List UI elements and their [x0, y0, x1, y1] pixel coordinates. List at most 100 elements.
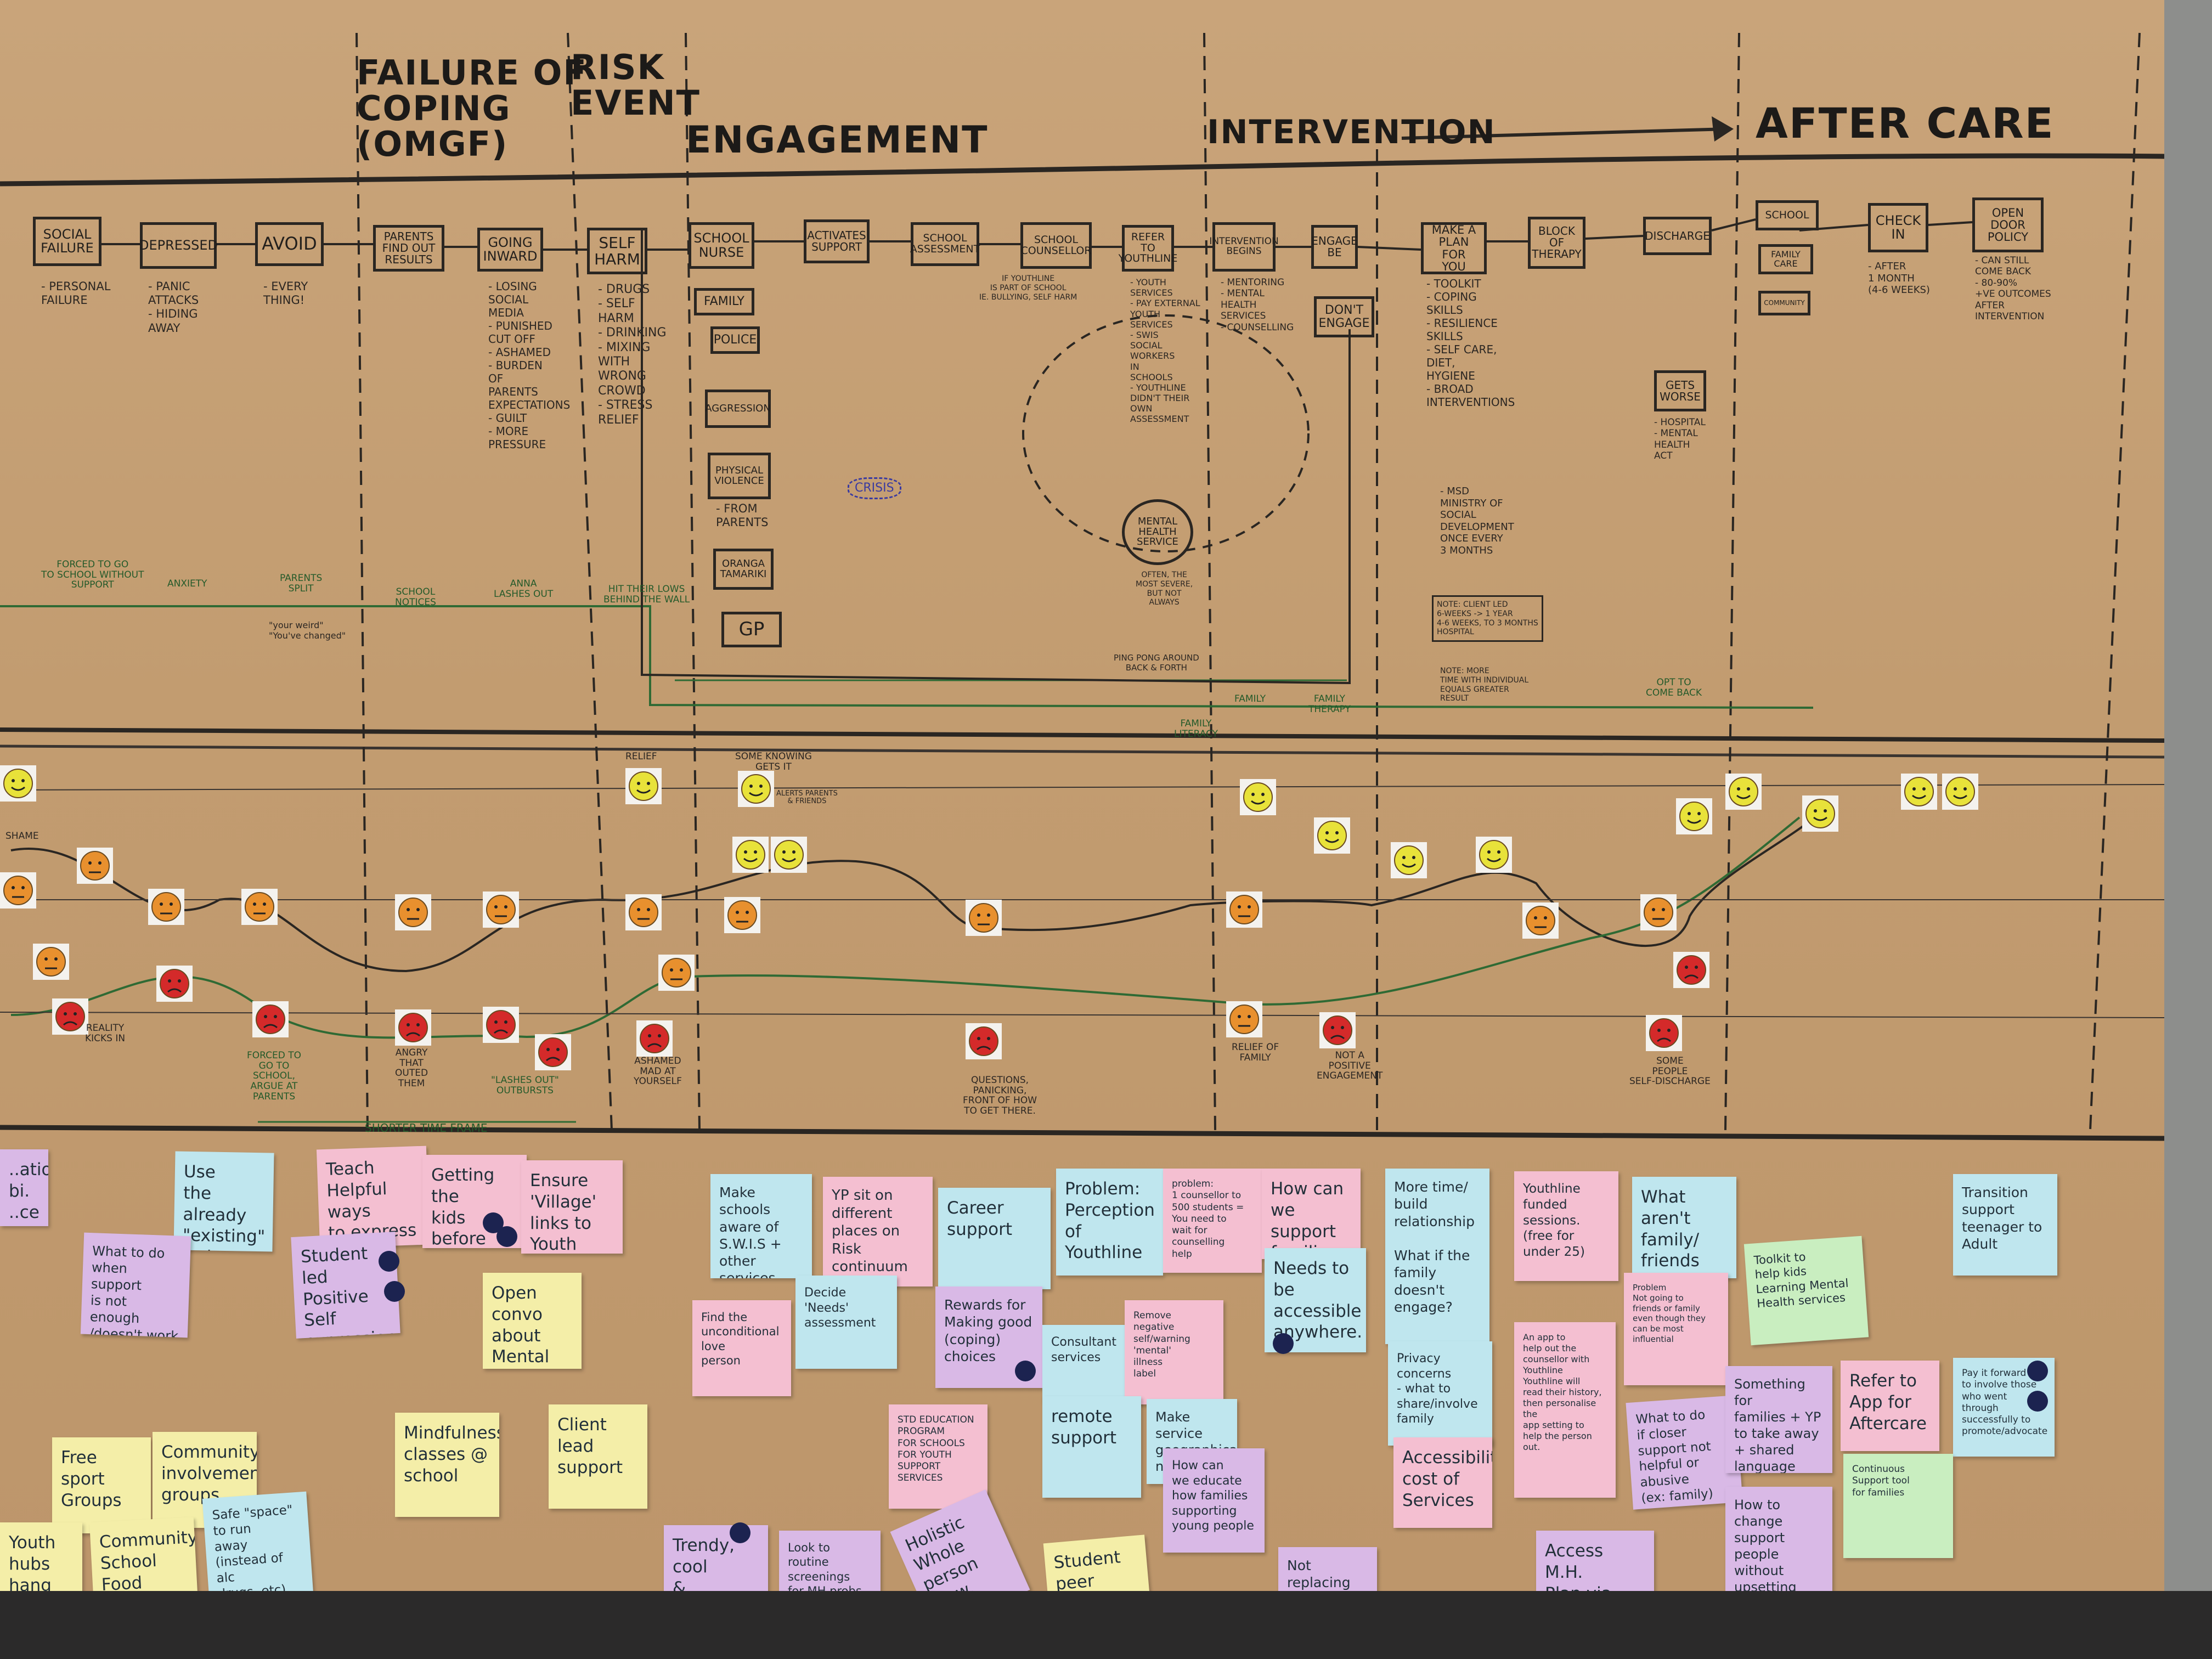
box-family: FAMILY	[694, 288, 754, 315]
note-ping-pong: PING PONG AROUND BACK & FORTH	[1114, 653, 1199, 673]
note-youth-services: - YOUTH SERVICES - PAY EXTERNAL YOUTH SE…	[1130, 277, 1200, 425]
neutral-face-sticker	[966, 900, 1002, 936]
sticky-note: STD EDUCATION PROGRAM FOR SCHOOLS FOR YO…	[889, 1404, 988, 1509]
touch-family-literacy: FAMILY LITERACY	[1174, 718, 1218, 740]
angry-face-sticker	[483, 1007, 519, 1043]
sticky-note: problem: 1 counsellor to 500 students = …	[1163, 1169, 1262, 1273]
phase-risk-event: RISK EVENT	[571, 47, 701, 123]
box-mental-health-service: MENTAL HEALTH SERVICE	[1122, 499, 1193, 565]
neutral-face-sticker	[1226, 891, 1262, 928]
vote-dot	[1015, 1361, 1036, 1381]
box-aftercare-community: COMMUNITY	[1758, 291, 1810, 315]
touchpoint-line	[0, 605, 1814, 709]
touch-opt-to-come-back: OPT TO COME BACK	[1646, 677, 1702, 698]
vote-dot	[730, 1522, 751, 1543]
happy-face-sticker	[1676, 798, 1712, 834]
box-open-door-policy: OPEN DOOR POLICY	[1972, 198, 2044, 252]
journey-map-paper: FAILURE OF COPING (OMGF) RISK EVENT ENGA…	[0, 0, 2164, 1657]
phase-intervention: INTERVENTION	[1207, 113, 1496, 151]
happy-face-sticker	[1476, 837, 1512, 873]
sticky-note: Safe "space" to run away (instead of alc…	[202, 1491, 314, 1603]
box-going-inward: GOING INWARD	[477, 228, 543, 272]
caption-some-knowing: SOME KNOWING GETS IT	[735, 751, 812, 772]
header-divider	[0, 153, 2164, 187]
touch-anna-lashes-out: ANNA LASHES OUT	[494, 578, 554, 600]
sticky-note: Privacy concerns - what to share/involve…	[1388, 1341, 1492, 1446]
label-shorter-time-frame: SHORTER TIME FRAME	[365, 1121, 488, 1135]
note-most-severe: OFTEN, THE MOST SEVERE, BUT NOT ALWAYS	[1136, 571, 1193, 607]
angry-face-sticker	[1646, 1015, 1682, 1051]
phase-engagement: ENGAGEMENT	[686, 119, 989, 162]
caption-angry: ANGRY THAT OUTED THEM	[395, 1047, 428, 1090]
happy-face-sticker	[1942, 774, 1978, 810]
box-oranga-tamariki: ORANGA TAMARIKI	[713, 549, 774, 590]
sticky-note: More time/ build relationship What if th…	[1385, 1169, 1489, 1344]
wall-edge	[2164, 0, 2212, 1591]
caption-not-positive: NOT A POSITIVE ENGAGEMENT	[1317, 1050, 1383, 1082]
phase-failure-of-coping: FAILURE OF COPING (OMGF)	[357, 53, 588, 165]
neutral-face-sticker	[1522, 902, 1559, 939]
note-personal-failure: - PERSONAL FAILURE	[41, 280, 111, 307]
note-open-door-outcomes: - CAN STILL COME BACK - 80-90% +VE OUTCO…	[1975, 255, 2051, 322]
sticky-note: Mindfulness classes @ school	[395, 1413, 499, 1517]
neutral-face-sticker	[77, 848, 113, 884]
caption-reality-kicks-in: REALITY KICKS IN	[85, 1023, 126, 1044]
touch-forced-to-school: FORCED TO GO TO SCHOOL WITHOUT SUPPORT	[41, 559, 144, 591]
emotion-baseline-3	[0, 784, 2164, 791]
happy-face-sticker	[1391, 842, 1427, 878]
box-school-counsellor: SCHOOL COUNSELLOR	[1020, 222, 1092, 269]
box-aftercare-school: SCHOOL	[1756, 200, 1819, 230]
sticky-note: Refer to App for Aftercare	[1841, 1361, 1939, 1451]
neutral-face-sticker	[241, 889, 278, 925]
sticky-note: Toolkit to help kids Learning Mental Hea…	[1743, 1235, 1869, 1346]
carpet-floor	[0, 1591, 2212, 1659]
angry-face-sticker	[966, 1023, 1002, 1059]
sticky-note: Student led Positive Self expression str…	[291, 1232, 400, 1339]
box-aggression: AGGRESSION	[705, 390, 771, 428]
sticky-note: Career support	[938, 1188, 1051, 1289]
note-from-parents: - FROM PARENTS	[716, 502, 769, 529]
angry-face-sticker	[52, 998, 88, 1035]
sticky-note: Ensure 'Village' links to Youth services	[521, 1160, 623, 1254]
happy-face-sticker	[1802, 795, 1838, 832]
sticky-note: Client lead support	[549, 1404, 647, 1509]
neutral-face-sticker	[625, 894, 662, 930]
box-check-in: CHECK IN	[1868, 203, 1928, 252]
sticky-note: Problem Not going to friends or family e…	[1624, 1273, 1728, 1385]
sticky-note: Find the unconditional love person	[692, 1300, 791, 1396]
angry-face-sticker	[252, 1001, 289, 1037]
neutral-face-sticker	[0, 872, 36, 909]
neutral-face-sticker	[148, 889, 184, 925]
box-refer-youthline: REFER TO YOUTHLINE	[1119, 225, 1177, 272]
note-crisis: CRISIS	[848, 477, 901, 500]
box-depressed: DEPRESSED	[139, 222, 218, 269]
box-physical-violence: PHYSICAL VIOLENCE	[708, 453, 771, 499]
caption-questions: QUESTIONS, PANICKING, FRONT OF HOW TO GE…	[963, 1075, 1037, 1117]
emotion-stickers	[0, 765, 1978, 1070]
vote-dot	[2027, 1361, 2048, 1381]
touch-family-therapy: FAMILY THERAPY	[1308, 693, 1351, 715]
note-if-youthline-school: IF YOUTHLINE IS PART OF SCHOOL IE. BULLY…	[979, 274, 1077, 302]
box-school-nurse: SCHOOL NURSE	[689, 222, 754, 269]
angry-face-sticker	[535, 1034, 571, 1070]
box-discharge: DISCHARGE	[1643, 217, 1712, 255]
sticky-note: What aren't family/ friends involved?	[1632, 1177, 1736, 1278]
note-going-inward-effects: - LOSING SOCIAL MEDIA - PUNISHED CUT OFF…	[488, 280, 571, 451]
sticky-note: Something for families + YP to take away…	[1725, 1366, 1832, 1473]
sticky-note: Youthline funded sessions. (free for und…	[1514, 1171, 1618, 1281]
emotion-baseline-2	[0, 1012, 2164, 1018]
touchpoint-divider	[0, 727, 2164, 743]
sticky-note: Continuous Support tool for families	[1843, 1454, 1953, 1558]
happy-face-sticker	[1314, 817, 1350, 854]
sticky-note: How to change support people without ups…	[1725, 1487, 1832, 1596]
sticky-note: Free sport Groups	[52, 1437, 151, 1533]
note-more-time: NOTE: MORE TIME WITH INDIVIDUAL EQUALS G…	[1440, 667, 1529, 703]
sticky-note: An app to help out the counsellor with Y…	[1514, 1322, 1616, 1498]
caption-self-discharge: SOME PEOPLE SELF-DISCHARGE	[1629, 1056, 1711, 1087]
note-hospital: - HOSPITAL - MENTAL HEALTH ACT	[1654, 417, 1706, 462]
caption-ashamed: ASHAMED MAD AT YOURSELF	[634, 1056, 682, 1087]
note-msd: - MSD MINISTRY OF SOCIAL DEVELOPMENT ONC…	[1440, 486, 1514, 556]
sticky-note: remote support	[1042, 1396, 1141, 1498]
neutral-face-sticker	[724, 897, 760, 933]
